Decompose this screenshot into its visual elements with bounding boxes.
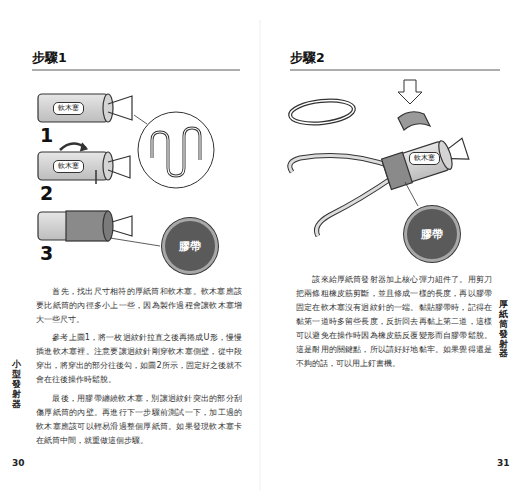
cork-label: 軟木塞 <box>53 102 84 115</box>
cork-label: 軟木塞 <box>53 160 84 173</box>
node-text: 軟木塞 <box>414 154 435 162</box>
side-title: 厚紙筒發射器 <box>499 300 508 359</box>
step-heading: 步驟1 <box>32 50 67 67</box>
node-text: 軟木塞 <box>58 104 79 112</box>
step-heading: 步驟2 <box>290 50 325 67</box>
step-number: 3 <box>40 242 53 264</box>
body-paragraph: 最後，用膠帶纏繞軟木塞，別讓迴紋針突出的部分刮傷厚紙筒的內壁。再進行下一步驟前測… <box>36 391 242 447</box>
step-number: 1 <box>40 124 53 146</box>
body-paragraph: 該來給厚紙筒發射器加上核心彈力組件了。用剪刀把兩條粗橡皮筋剪斷，並且修成一樣的長… <box>296 272 492 370</box>
step-number: 2 <box>40 182 53 204</box>
body-paragraph: 參考上圖1，將一枚迴紋針拉直之後再捲成U形，慢慢插進軟木塞裡。注意要讓迴紋針剛穿… <box>36 330 242 386</box>
page-number: 30 <box>12 458 25 468</box>
node-text: 軟木塞 <box>58 162 79 170</box>
body-paragraph: 首先，找出尺寸相符的厚紙筒和軟木塞。軟木塞應該要比紙筒的內徑多小上一些，因為製作… <box>36 284 242 326</box>
cork-label: 軟木塞 <box>409 152 440 165</box>
tape-magnifier: 膠帶 <box>162 218 218 274</box>
node-text: 膠帶 <box>179 239 201 254</box>
side-title: 小型發射器 <box>12 360 21 409</box>
page-number: 31 <box>497 458 510 468</box>
node-text: 膠帶 <box>421 227 443 242</box>
tape-magnifier: 膠帶 <box>404 206 460 262</box>
